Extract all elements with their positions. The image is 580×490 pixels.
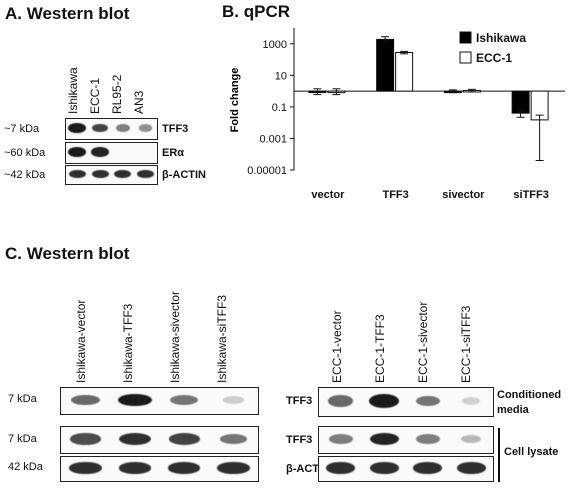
panel-a-blot-tff3 bbox=[65, 118, 158, 140]
western-band bbox=[328, 395, 354, 407]
western-band bbox=[167, 462, 201, 474]
legend-label: Ishikawa bbox=[476, 31, 526, 45]
western-band bbox=[91, 123, 109, 133]
cell-lysate-bracket bbox=[498, 428, 500, 482]
legend-swatch bbox=[459, 31, 472, 44]
y-tick-label: 0.1 bbox=[272, 102, 287, 114]
western-band bbox=[461, 397, 481, 405]
panel-c-right-lane-label: ECC-1-sivector bbox=[416, 301, 430, 383]
western-band bbox=[118, 432, 152, 446]
western-band bbox=[71, 394, 100, 406]
panel-a-kda-era: ~60 kDa bbox=[4, 147, 46, 159]
panel-a-title: A. Western blot bbox=[5, 4, 130, 23]
y-tick-label: 0.001 bbox=[259, 133, 287, 145]
conditioned-label-line2: media bbox=[497, 404, 529, 416]
western-band bbox=[415, 395, 440, 407]
panel-c-kda-row3: 42 kDa bbox=[8, 461, 43, 473]
panel-c-kda-row2: 7 kDa bbox=[8, 433, 37, 445]
legend-swatch bbox=[459, 51, 472, 64]
x-category-label: vector bbox=[311, 189, 345, 201]
cell-lysate-label: Cell lysate bbox=[504, 446, 559, 458]
western-band bbox=[328, 434, 353, 444]
panel-c-right-lane-label: ECC-1-TFF3 bbox=[373, 314, 387, 383]
panel-b-title: B. qPCR bbox=[222, 2, 290, 21]
panel-a-lane-label: Ishikawa bbox=[66, 67, 80, 114]
y-axis-label: Fold change bbox=[229, 68, 241, 133]
western-band bbox=[461, 434, 482, 443]
panel-c-kda-row1: 7 kDa bbox=[8, 393, 37, 405]
western-band bbox=[219, 433, 248, 445]
panel-c-right-blot-tff3-lysate bbox=[318, 426, 494, 454]
panel-c-left-blot-tff3-media bbox=[60, 387, 259, 415]
western-band bbox=[369, 432, 399, 446]
western-band bbox=[70, 433, 101, 445]
western-band bbox=[69, 462, 102, 474]
panel-c-left-lane-label: Ishikawa-siTFF3 bbox=[215, 294, 229, 383]
panel-c-right-lane-label: ECC-1-siTFF3 bbox=[459, 305, 473, 383]
western-band bbox=[137, 169, 155, 179]
panel-a-protein-tff3: TFF3 bbox=[162, 123, 189, 135]
y-tick-label: 10 bbox=[275, 70, 287, 82]
qpcr-bar-chart: Fold change 1000 10 0.1 0.001 0.00001 vector T… bbox=[229, 28, 565, 201]
panel-a-kda-actin: ~42 kDa bbox=[4, 169, 46, 181]
western-band bbox=[91, 147, 109, 157]
western-band bbox=[118, 462, 152, 474]
panel-a-protein-era: ERα bbox=[162, 147, 185, 159]
conditioned-label-line1: Conditioned bbox=[497, 389, 562, 401]
panel-c-protein-row1: TFF3 bbox=[286, 395, 313, 407]
panel-a-lane-label: AN3 bbox=[132, 90, 146, 114]
western-band bbox=[68, 123, 87, 133]
bar-ishikawa bbox=[511, 90, 530, 114]
panel-a-blot-era bbox=[65, 142, 158, 164]
panel-a-lane-label: ECC-1 bbox=[88, 77, 102, 114]
panel-c-right-lane-label: ECC-1-vector bbox=[330, 310, 344, 383]
x-category-label: sivector bbox=[442, 189, 485, 201]
x-category-label: TFF3 bbox=[382, 189, 408, 201]
western-band bbox=[91, 169, 109, 179]
bar-ishikawa bbox=[376, 38, 395, 92]
western-band bbox=[369, 394, 400, 408]
western-band bbox=[68, 169, 86, 179]
panel-c-left-lane-label: Ishikawa-sivector bbox=[168, 290, 182, 383]
bar-ecc-1 bbox=[395, 52, 414, 92]
x-category-label: siTFF3 bbox=[513, 189, 548, 201]
western-band bbox=[415, 434, 440, 444]
panel-a-lane-label: RL95-2 bbox=[110, 74, 124, 114]
panel-c-left-lane-label: Ishikawa-vector bbox=[74, 299, 88, 383]
panel-c-title: C. Western blot bbox=[5, 244, 130, 263]
panel-c-right-blot-tff3-media bbox=[318, 387, 494, 417]
y-tick-label: 0.00001 bbox=[247, 165, 287, 177]
western-band bbox=[369, 462, 399, 474]
western-band bbox=[114, 169, 132, 179]
y-tick-label: 1000 bbox=[263, 39, 287, 51]
western-band bbox=[413, 462, 443, 474]
panel-a-protein-actin: β-ACTIN bbox=[162, 169, 206, 181]
western-band bbox=[168, 433, 200, 445]
western-band bbox=[117, 393, 152, 407]
panel-c-right-blot-actin bbox=[318, 456, 494, 482]
western-band bbox=[326, 462, 356, 474]
legend-label: ECC-1 bbox=[476, 51, 512, 65]
panel-a-blot-actin bbox=[65, 165, 158, 185]
western-band bbox=[170, 394, 198, 406]
panel-a-kda-tff3: ~7 kDa bbox=[4, 123, 40, 135]
panel-c-protein-row2: TFF3 bbox=[286, 434, 313, 446]
panel-c-left-blot-tff3-lysate bbox=[60, 426, 259, 454]
western-band bbox=[217, 462, 250, 474]
western-band bbox=[138, 124, 153, 132]
western-band bbox=[456, 462, 486, 474]
panel-c-left-blot-actin bbox=[60, 456, 259, 482]
panel-c-left-lane-label: Ishikawa-TFF3 bbox=[121, 303, 135, 383]
western-band bbox=[222, 396, 245, 404]
western-band bbox=[115, 124, 130, 132]
western-band bbox=[68, 147, 87, 157]
